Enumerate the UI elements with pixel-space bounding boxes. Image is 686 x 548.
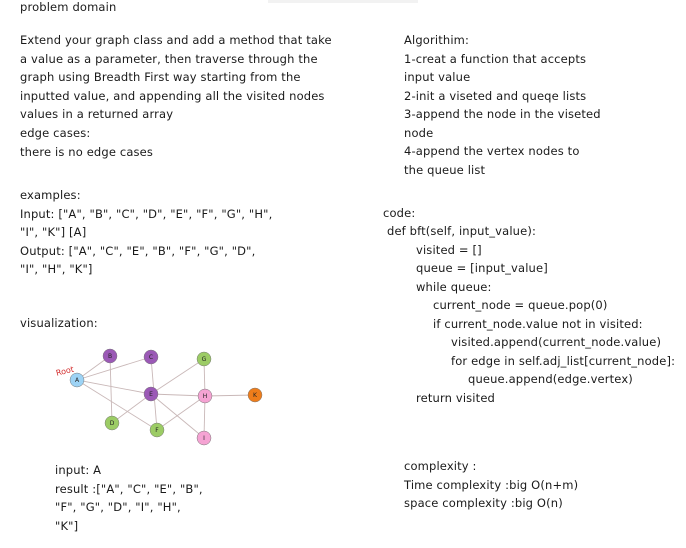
graph-node-circle [143,349,159,365]
page-title: problem domain [20,0,117,14]
graph-node-E: E [143,386,159,402]
complexity-heading: complexity : [404,459,477,473]
graph-edge-B-D [109,355,113,424]
graph-node-circle [102,348,118,364]
algorithm-line: 4-append the vertex nodes to [404,144,580,158]
problem-line: Extend your graph class and add a method… [20,33,332,47]
algorithm-line: 3-append the node in the viseted [404,107,601,121]
graph-node-H: H [197,388,213,404]
graph-node-circle [196,351,212,367]
top-edge-strip [268,0,418,3]
graph-node-label: H [203,393,208,400]
graph-edge-H-K [204,394,256,397]
graph-edge-E-H [150,393,206,397]
graph-node-circle [143,386,159,402]
algorithm-line: node [404,125,434,140]
graph-edge-A-E [76,379,152,395]
visualization-heading: visualization: [20,316,98,330]
graph-edge-E-G [150,358,205,395]
algorithm-line: 2-init a viseted and queqe lists [404,88,587,103]
problem-line: values in a returned array [20,107,174,121]
result-line: "K"] [55,518,79,533]
graph-node-label: D [110,420,115,427]
code-line: while queue: [416,279,492,294]
code-line: for edge in self.adj_list[current_node]: [451,353,676,368]
time-complexity: Time complexity :big O(n+m) [404,477,579,492]
example-line: "I", "K"] [A] [20,225,87,239]
graph-node-label: E [149,391,153,398]
graph-edge-F-H [156,395,206,431]
graph-node-A: A [69,372,85,388]
edge-cases-text: there is no edge cases [20,144,154,159]
graph-node-circle [69,372,85,388]
graph-edge-D-E [111,393,152,424]
graph-node-circle [149,422,165,438]
graph-node-circle [104,415,120,431]
algorithm-line: the queue list [404,162,486,177]
code-line: return visited [416,390,495,405]
graph-node-label: I [203,435,205,442]
result-line: result :["A", "C", "E", "B", [55,481,203,496]
algorithm-line: 1-creat a function that accepts [404,51,587,66]
graph-node-I: I [196,430,212,446]
graph-edge-A-C [76,356,152,381]
graph-node-K: K [247,387,263,403]
graph-node-circle [196,430,212,446]
graph-node-label: K [253,392,258,399]
code-line: current_node = queue.pop(0) [433,298,608,312]
code-line: queue = [input_value] [416,261,548,275]
graph-node-circle [247,387,263,403]
graph-node-label: A [75,377,80,384]
graph-edge-A-F [76,379,158,431]
problem-line: graph using Breadth First way starting f… [20,70,301,84]
graph-node-label: B [108,353,112,360]
algorithm-line: input value [404,70,471,84]
example-line: Input: ["A", "B", "C", "D", "E", "F", "G… [20,206,273,221]
graph-node-label: C [149,354,153,361]
graph-node-G: G [196,351,212,367]
graph-node-C: C [143,349,159,365]
graph-node-label: G [202,356,207,363]
space-complexity: space complexity :big O(n) [404,496,563,510]
code-line: if current_node.value not in visited: [433,316,643,331]
result-line: input: A [55,463,102,477]
examples-heading: examples: [20,188,81,202]
example-line: Output: ["A", "C", "E", "B", "F", "G", "… [20,243,256,258]
graph-nodes: A B C D E F G H I K [69,348,263,446]
graph-node-F: F [149,422,165,438]
graph-node-B: B [102,348,118,364]
problem-line: inputted value, and appending all the vi… [20,88,325,103]
edge-cases-heading: edge cases: [20,126,91,140]
code-line: def bft(self, input_value): [387,224,536,238]
problem-line: a value as a parameter, then traverse th… [20,51,318,66]
code-line: queue.append(edge.vertex) [468,372,633,386]
code-line: visited = [] [416,242,482,257]
code-line: visited.append(current_node.value) [451,335,662,349]
graph-node-label: F [155,427,159,434]
code-heading: code: [383,206,416,220]
example-line: "I", "H", "K"] [20,262,93,276]
root-label: Root [55,365,75,378]
graph-node-D: D [104,415,120,431]
result-line: "F", "G", "D", "I", "H", [55,500,181,514]
algorithm-heading: Algorithim: [404,33,470,47]
graph-edges [76,355,256,439]
graph-node-circle [197,388,213,404]
